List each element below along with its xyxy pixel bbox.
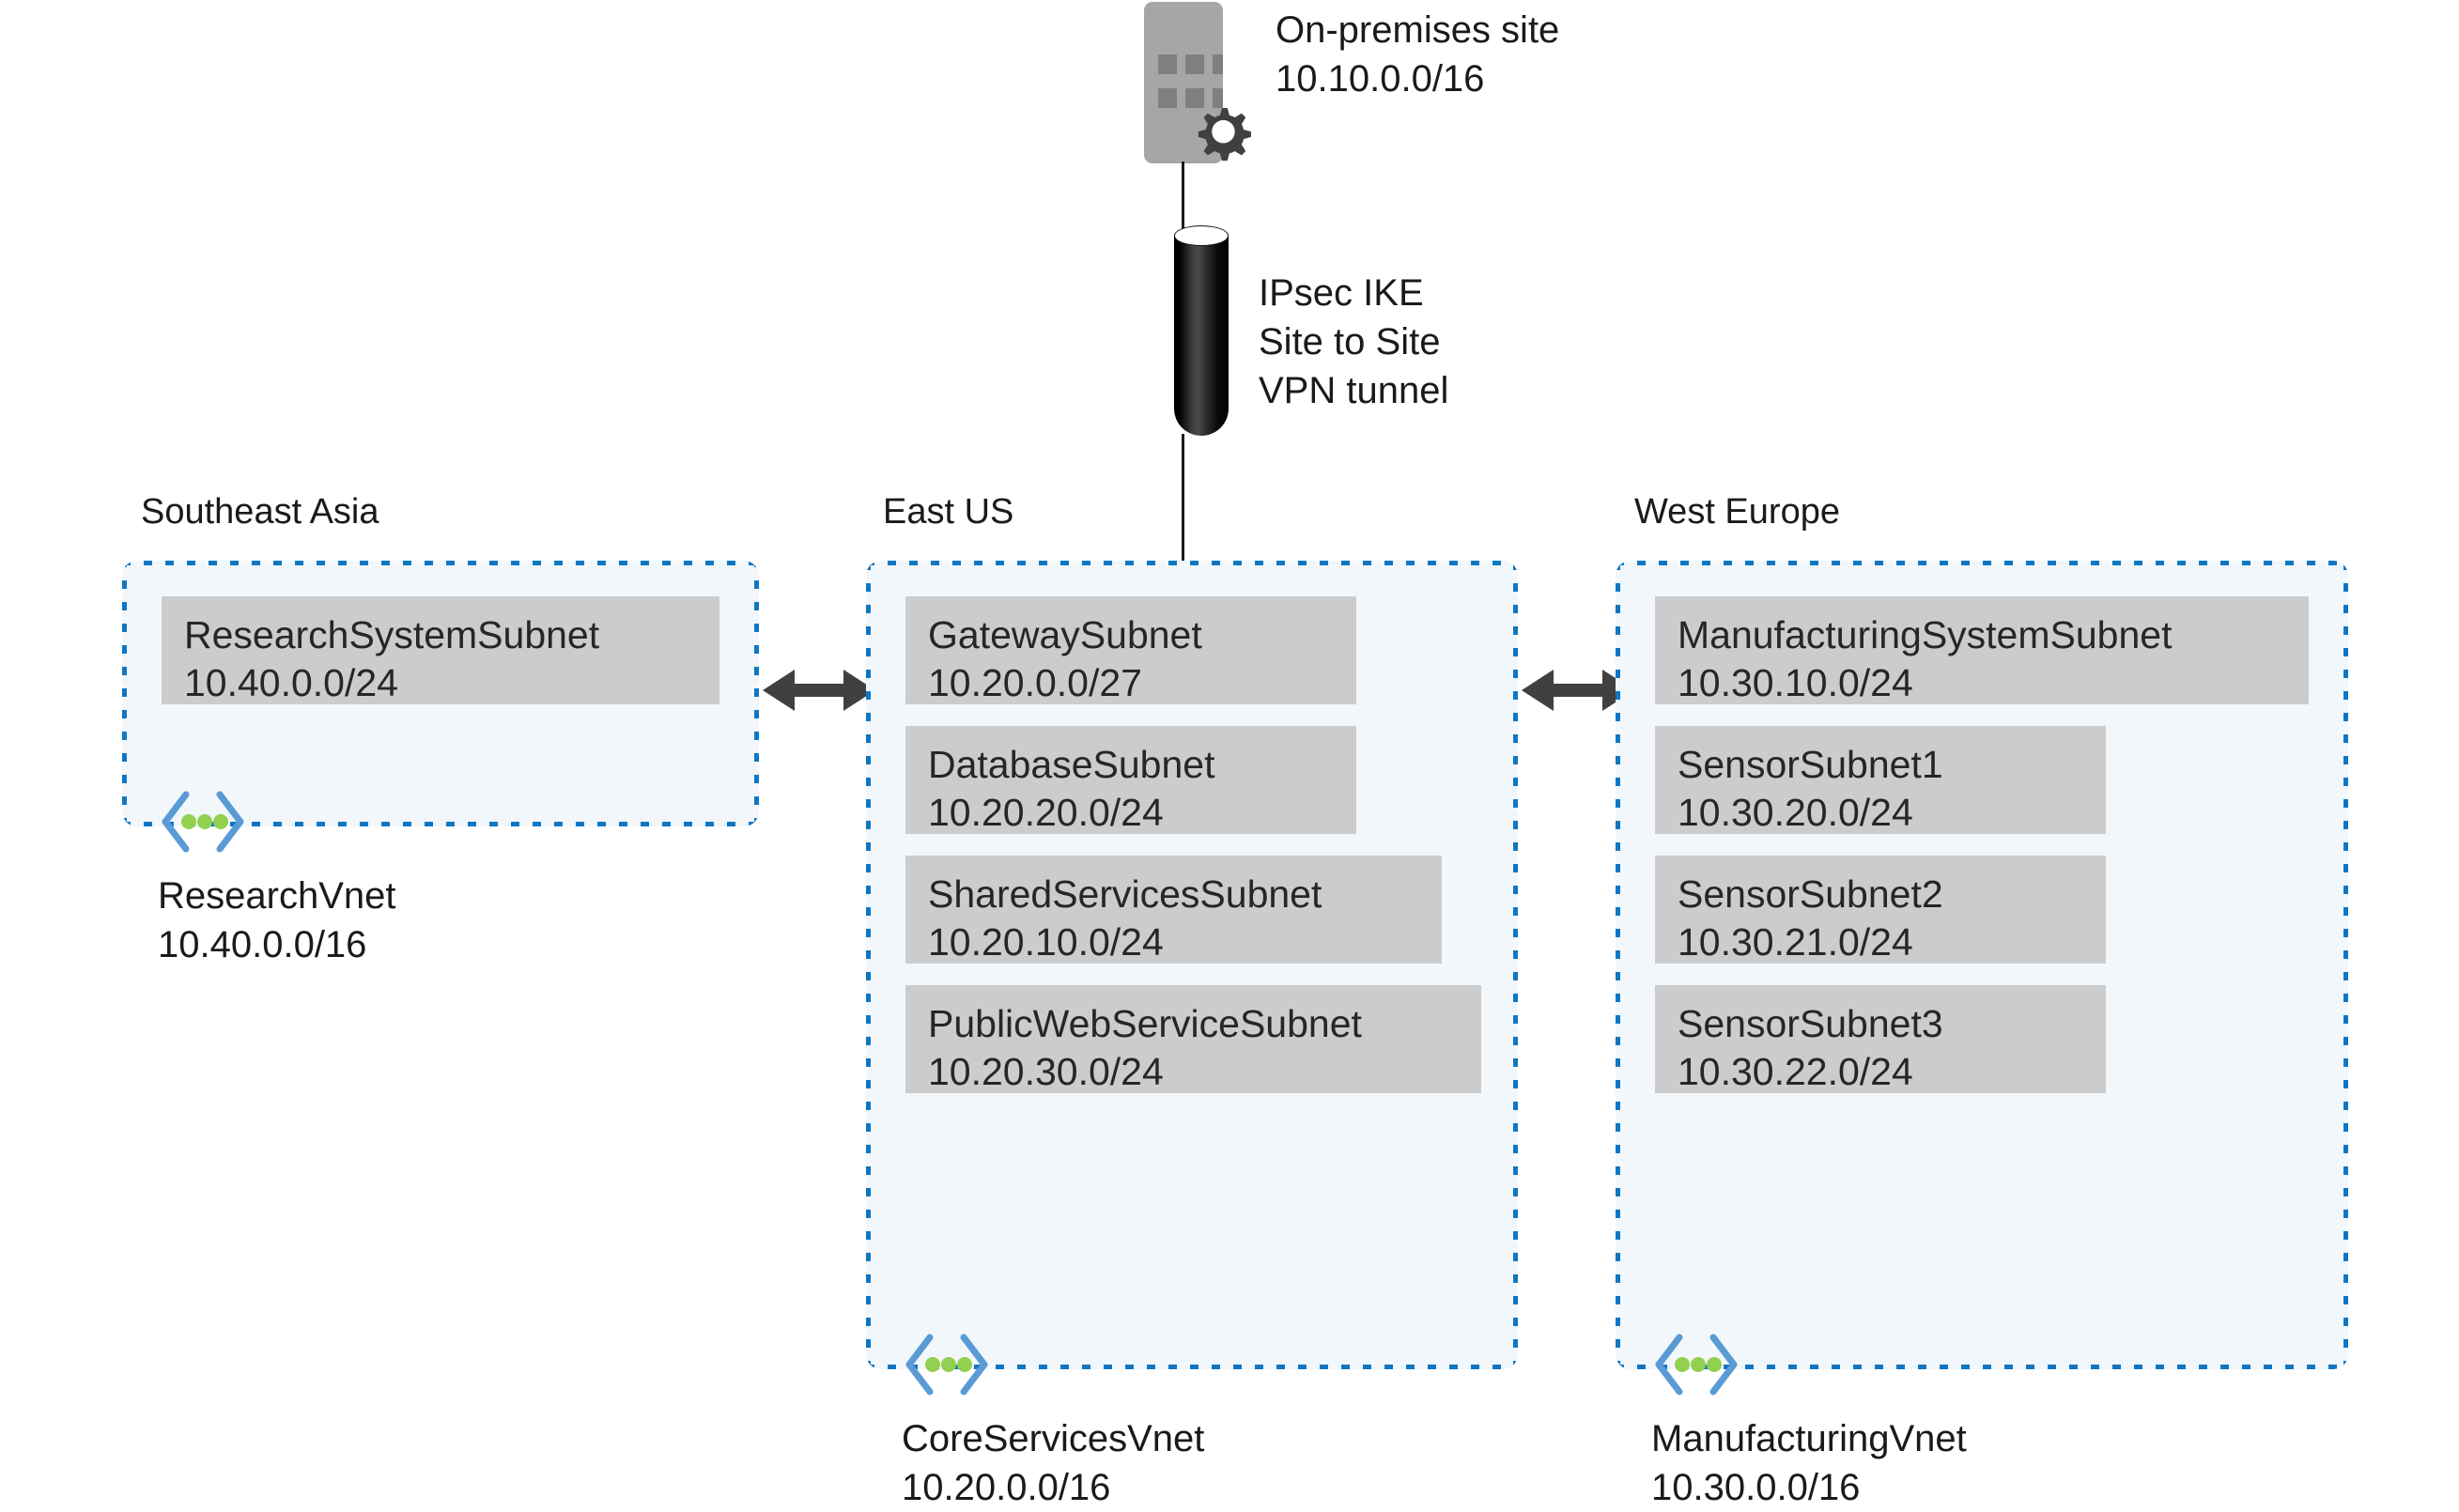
building-window [1213,54,1223,74]
subnet-shared-services[interactable]: SharedServicesSubnet 10.20.10.0/24 [905,856,1442,964]
on-premises-cidr: 10.10.0.0/16 [1276,58,1485,100]
region-label-southeast-asia: Southeast Asia [141,492,379,532]
building-window [1158,54,1177,74]
subnet-cidr: 10.30.10.0/24 [1678,660,1913,704]
vnet-cidr: 10.20.0.0/16 [902,1467,1111,1508]
bidirectional-arrow-icon-eus-weu [1522,670,1634,711]
subnet-manufacturing-system[interactable]: ManufacturingSystemSubnet 10.30.10.0/24 [1655,596,2309,704]
tunnel-line-1: IPsec IKE [1259,272,1424,314]
vpn-tunnel-label: IPsec IKE Site to Site VPN tunnel [1259,269,1448,415]
tunnel-top-ellipse [1174,225,1229,246]
building-window [1158,88,1177,108]
vnet-research[interactable]: ResearchSystemSubnet 10.40.0.0/24 [122,561,759,826]
subnet-name: SensorSubnet2 [1678,872,1943,916]
tunnel-line-2: Site to Site [1259,321,1441,363]
vnet-core-services[interactable]: GatewaySubnet 10.20.0.0/27 DatabaseSubne… [866,561,1518,1369]
subnet-sensor-2[interactable]: SensorSubnet2 10.30.21.0/24 [1655,856,2106,964]
subnet-cidr: 10.30.20.0/24 [1678,790,1913,834]
vnet-name: CoreServicesVnet [902,1418,1205,1459]
subnet-database[interactable]: DatabaseSubnet 10.20.20.0/24 [905,726,1356,834]
building-window [1213,88,1223,108]
subnet-public-web-service[interactable]: PublicWebServiceSubnet 10.20.30.0/24 [905,985,1481,1093]
tunnel-line-3: VPN tunnel [1259,370,1449,411]
tunnel-body [1174,235,1229,436]
subnet-sensor-3[interactable]: SensorSubnet3 10.30.22.0/24 [1655,985,2106,1093]
subnet-cidr: 10.20.20.0/24 [928,790,1164,834]
vnet-cidr: 10.40.0.0/16 [158,924,367,965]
subnet-name: SensorSubnet1 [1678,743,1943,786]
virtual-network-icon[interactable] [1651,1332,1741,1397]
vpn-tunnel-cylinder-icon [1174,225,1229,443]
subnet-name: SensorSubnet3 [1678,1002,1943,1045]
subnet-name: GatewaySubnet [928,613,1202,656]
building-window [1185,88,1204,108]
subnet-name: SharedServicesSubnet [928,872,1322,916]
subnet-sensor-1[interactable]: SensorSubnet1 10.30.20.0/24 [1655,726,2106,834]
vnet-cidr: 10.30.0.0/16 [1651,1467,1861,1508]
subnet-name: ResearchSystemSubnet [184,613,600,656]
subnet-cidr: 10.30.22.0/24 [1678,1049,1913,1093]
subnet-name: PublicWebServiceSubnet [928,1002,1362,1045]
subnet-cidr: 10.20.30.0/24 [928,1049,1164,1093]
building-window [1185,54,1204,74]
subnet-cidr: 10.40.0.0/24 [184,660,398,704]
subnet-cidr: 10.20.0.0/27 [928,660,1142,704]
onprem-tunnel-connector-line [1182,162,1184,235]
vnet-caption-research: ResearchVnet 10.40.0.0/16 [158,872,395,969]
vnet-name: ResearchVnet [158,875,396,917]
gear-icon [1198,107,1251,162]
virtual-network-icon[interactable] [902,1332,992,1397]
region-label-east-us: East US [883,492,1014,532]
vnet-manufacturing[interactable]: ManufacturingSystemSubnet 10.30.10.0/24 … [1616,561,2348,1369]
vnet-caption-core-services: CoreServicesVnet 10.20.0.0/16 [902,1414,1204,1512]
vnet-caption-manufacturing: ManufacturingVnet 10.30.0.0/16 [1651,1414,1967,1512]
on-premises-datacenter-icon [1144,2,1251,163]
vnet-name: ManufacturingVnet [1651,1418,1967,1459]
subnet-gateway[interactable]: GatewaySubnet 10.20.0.0/27 [905,596,1356,704]
tunnel-vnet-connector-line [1182,434,1184,563]
subnet-research-system[interactable]: ResearchSystemSubnet 10.40.0.0/24 [162,596,719,704]
region-label-west-europe: West Europe [1634,492,1840,532]
subnet-cidr: 10.20.10.0/24 [928,919,1164,964]
subnet-name: ManufacturingSystemSubnet [1678,613,2173,656]
virtual-network-icon[interactable] [158,789,248,855]
subnet-name: DatabaseSubnet [928,743,1215,786]
bidirectional-arrow-icon-sea-eus [763,670,875,711]
subnet-cidr: 10.30.21.0/24 [1678,919,1913,964]
on-premises-label: On-premises site 10.10.0.0/16 [1276,6,1559,103]
on-premises-name: On-premises site [1276,9,1560,51]
